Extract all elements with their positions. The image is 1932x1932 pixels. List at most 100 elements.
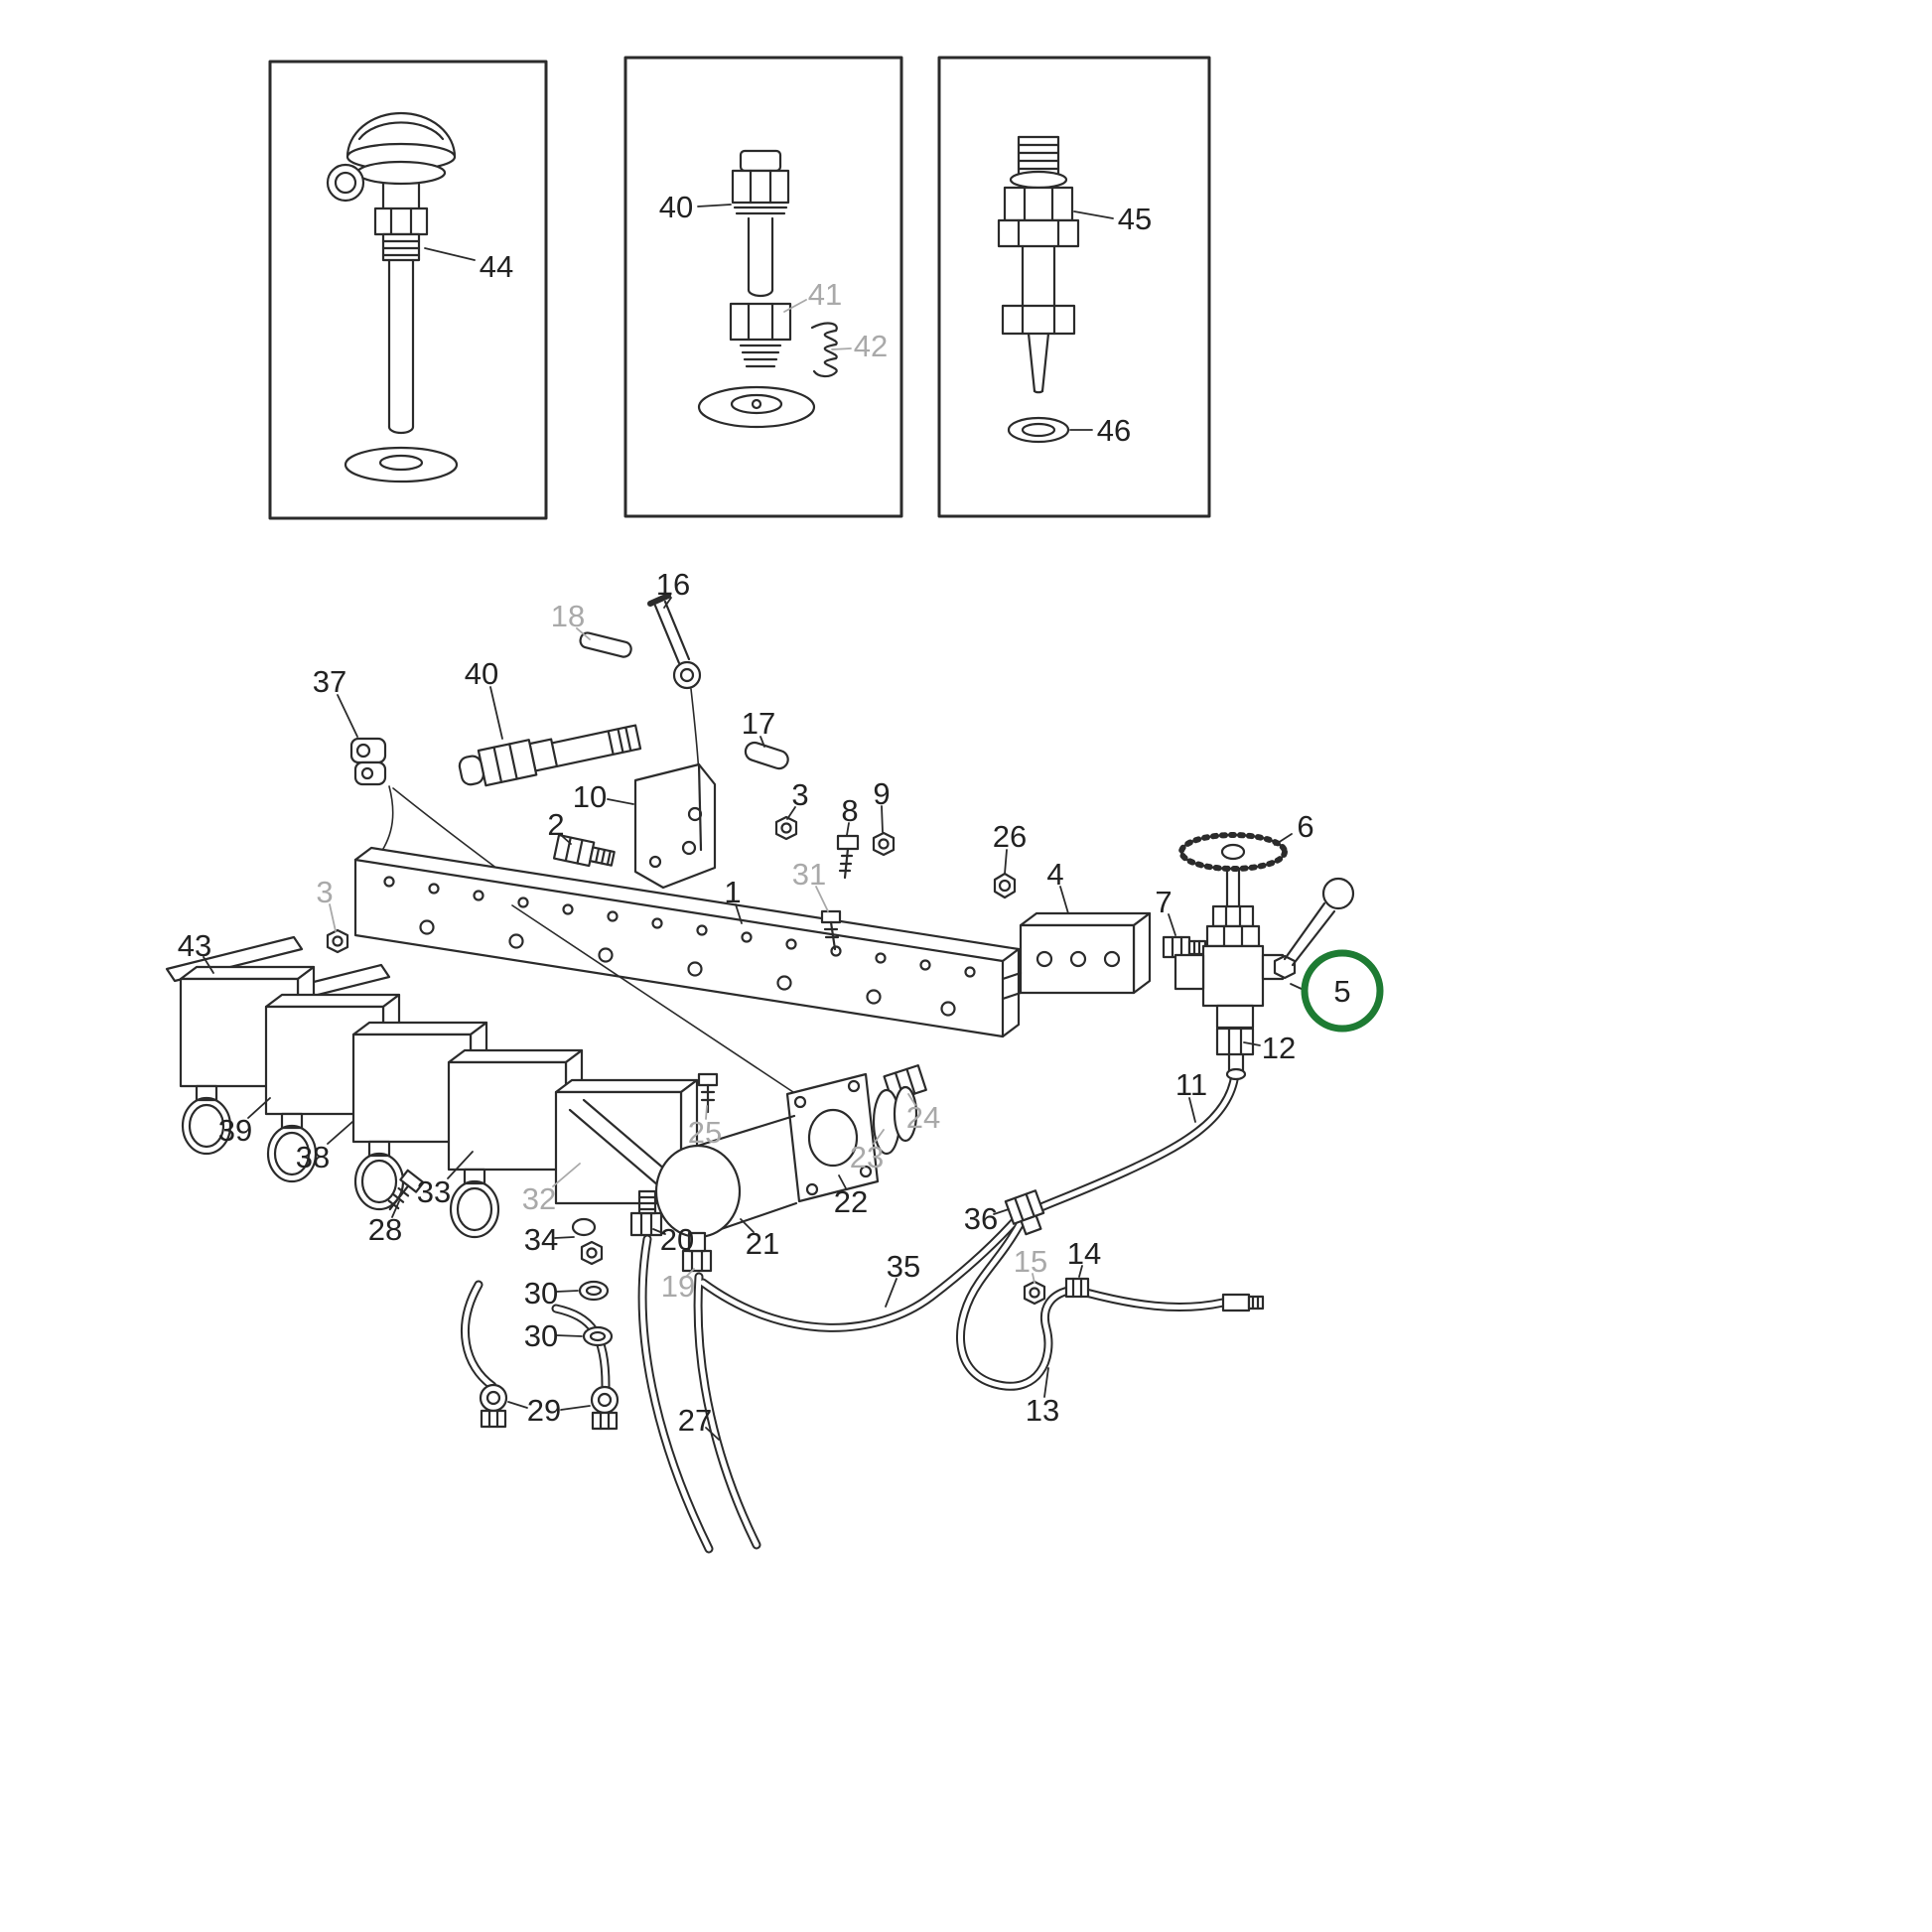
hoses: [461, 1069, 1240, 1554]
leader-line-part-12: [1243, 1041, 1261, 1046]
inset-frame-2: [623, 56, 903, 518]
part-15-nut-drawing: [1023, 1280, 1046, 1306]
leader-line-part-4: [1059, 886, 1069, 914]
part-label-40-inset: 40: [659, 190, 693, 224]
part-label-3-right: 3: [791, 777, 808, 812]
leader-line-part-41: [783, 299, 807, 313]
part-18-pin-drawing: [579, 631, 632, 658]
part-label-8: 8: [841, 793, 858, 828]
part-label-27: 27: [678, 1403, 712, 1438]
part-label-29: 29: [527, 1393, 561, 1428]
leader-line-part-38: [327, 1121, 353, 1145]
part-label-14: 14: [1067, 1236, 1101, 1271]
part-label-9: 9: [873, 776, 890, 811]
inset-frame-1: [268, 60, 548, 520]
leader-line-part-1: [735, 903, 743, 924]
part-label-26: 26: [993, 819, 1027, 854]
part-5-lever-valve-drawing: [1173, 877, 1355, 1030]
part-8-bolt-drawing: [836, 834, 860, 880]
leader-line-part-33: [447, 1151, 474, 1179]
part-label-21: 21: [746, 1226, 779, 1261]
leader-line-part-44: [424, 247, 476, 261]
part-20-fitting-drawing: [629, 1189, 663, 1237]
part-21-pressure-switch-drawing: [654, 1072, 880, 1239]
leader-line-part-30-upper: [555, 1290, 579, 1293]
leader-line-part-27: [705, 1427, 720, 1441]
leader-line-part-30-lower: [555, 1334, 583, 1337]
part-label-17: 17: [742, 706, 775, 741]
part-36-elbow-drawing: [1004, 1189, 1045, 1236]
part-30-washer-upper: [578, 1280, 610, 1302]
leader-line-part-32: [552, 1163, 581, 1187]
leader-line-part-13: [1043, 1367, 1049, 1398]
leader-line-part-35: [885, 1278, 897, 1308]
small-fittings: [387, 1072, 1265, 1431]
leader-line-part-18: [576, 627, 591, 640]
leader-line-part-23: [873, 1129, 885, 1145]
leader-line-part-22: [838, 1174, 847, 1189]
part-1-rail-drawing: [353, 846, 1021, 1038]
part-12-elbow-drawing: [1215, 1027, 1255, 1081]
leader-line-part-42: [831, 347, 852, 350]
part-30-washer-lower: [582, 1325, 614, 1347]
part-17-pin-drawing: [744, 741, 789, 770]
leader-line-part-29: [507, 1401, 528, 1409]
leader-line-part-3-left: [329, 903, 337, 932]
part-label-7: 7: [1155, 885, 1172, 919]
part-label-24: 24: [906, 1100, 940, 1135]
part-45-sensor-drawing: [997, 135, 1080, 394]
leader-line-part-8: [846, 822, 850, 836]
part-2-sensor-fitting-drawing: [552, 833, 616, 868]
part-40-main-fitting-drawing: [458, 724, 642, 787]
part-label-22: 22: [834, 1184, 868, 1219]
part-40-fitting-drawing: [731, 149, 790, 298]
leader-line-part-34: [554, 1236, 575, 1239]
leader-line-part-21: [740, 1218, 755, 1233]
leader-line-part-45: [1073, 210, 1114, 219]
part-3-right-nut-drawing: [774, 815, 798, 841]
inset-panel-sensor-assembly: [937, 56, 1211, 518]
leader-line-part-9: [881, 805, 884, 833]
part-label-25: 25: [688, 1115, 722, 1150]
pointer-line-part-1: [511, 904, 809, 1103]
highlight-circle-part-5: [1301, 949, 1384, 1033]
part-label-20: 20: [660, 1222, 694, 1257]
part-label-11: 11: [1175, 1067, 1207, 1102]
leader-line-part-28: [391, 1200, 400, 1218]
seat-washer-drawing: [697, 385, 816, 429]
part-label-36: 36: [964, 1201, 998, 1236]
part-41-nut-drawing: [729, 302, 792, 368]
part-28-screw-drawing: [387, 1169, 425, 1211]
part-label-31: 31: [792, 857, 826, 892]
part-4-manifold-block-drawing: [1001, 911, 1152, 1001]
part-label-41: 41: [808, 277, 842, 312]
part-label-23: 23: [850, 1140, 884, 1174]
part-label-44: 44: [480, 249, 513, 284]
part-39-cable-loop: [266, 1112, 318, 1183]
part-label-32: 32: [522, 1181, 556, 1216]
leader-line-part-26: [1004, 849, 1008, 875]
leader-line-part-10: [607, 798, 634, 805]
part-label-2: 2: [547, 807, 564, 842]
part-26-nut-drawing: [993, 872, 1017, 899]
upper-fittings: [326, 593, 1017, 954]
part-16-eyebolt-drawing: [647, 593, 702, 690]
part-label-15: 15: [1014, 1244, 1047, 1279]
part-10-bracket-drawing: [633, 762, 717, 890]
part-33-cable-loop: [449, 1168, 500, 1239]
leader-line-part-31: [815, 886, 829, 912]
part-label-3-left: 3: [316, 875, 333, 909]
part-label-45: 45: [1118, 202, 1152, 236]
part-46-washer-drawing: [1007, 416, 1070, 444]
leader-line-part-20: [652, 1228, 666, 1235]
part-label-33: 33: [417, 1174, 451, 1209]
part-label-16: 16: [656, 567, 690, 602]
part-29-banjo-right: [590, 1385, 620, 1431]
leader-line-part-3-right: [786, 806, 796, 820]
part-label-30-lower: 30: [524, 1318, 558, 1353]
part-label-46: 46: [1097, 413, 1131, 448]
part-label-5: 5: [1333, 974, 1350, 1009]
part-label-18: 18: [551, 599, 585, 633]
